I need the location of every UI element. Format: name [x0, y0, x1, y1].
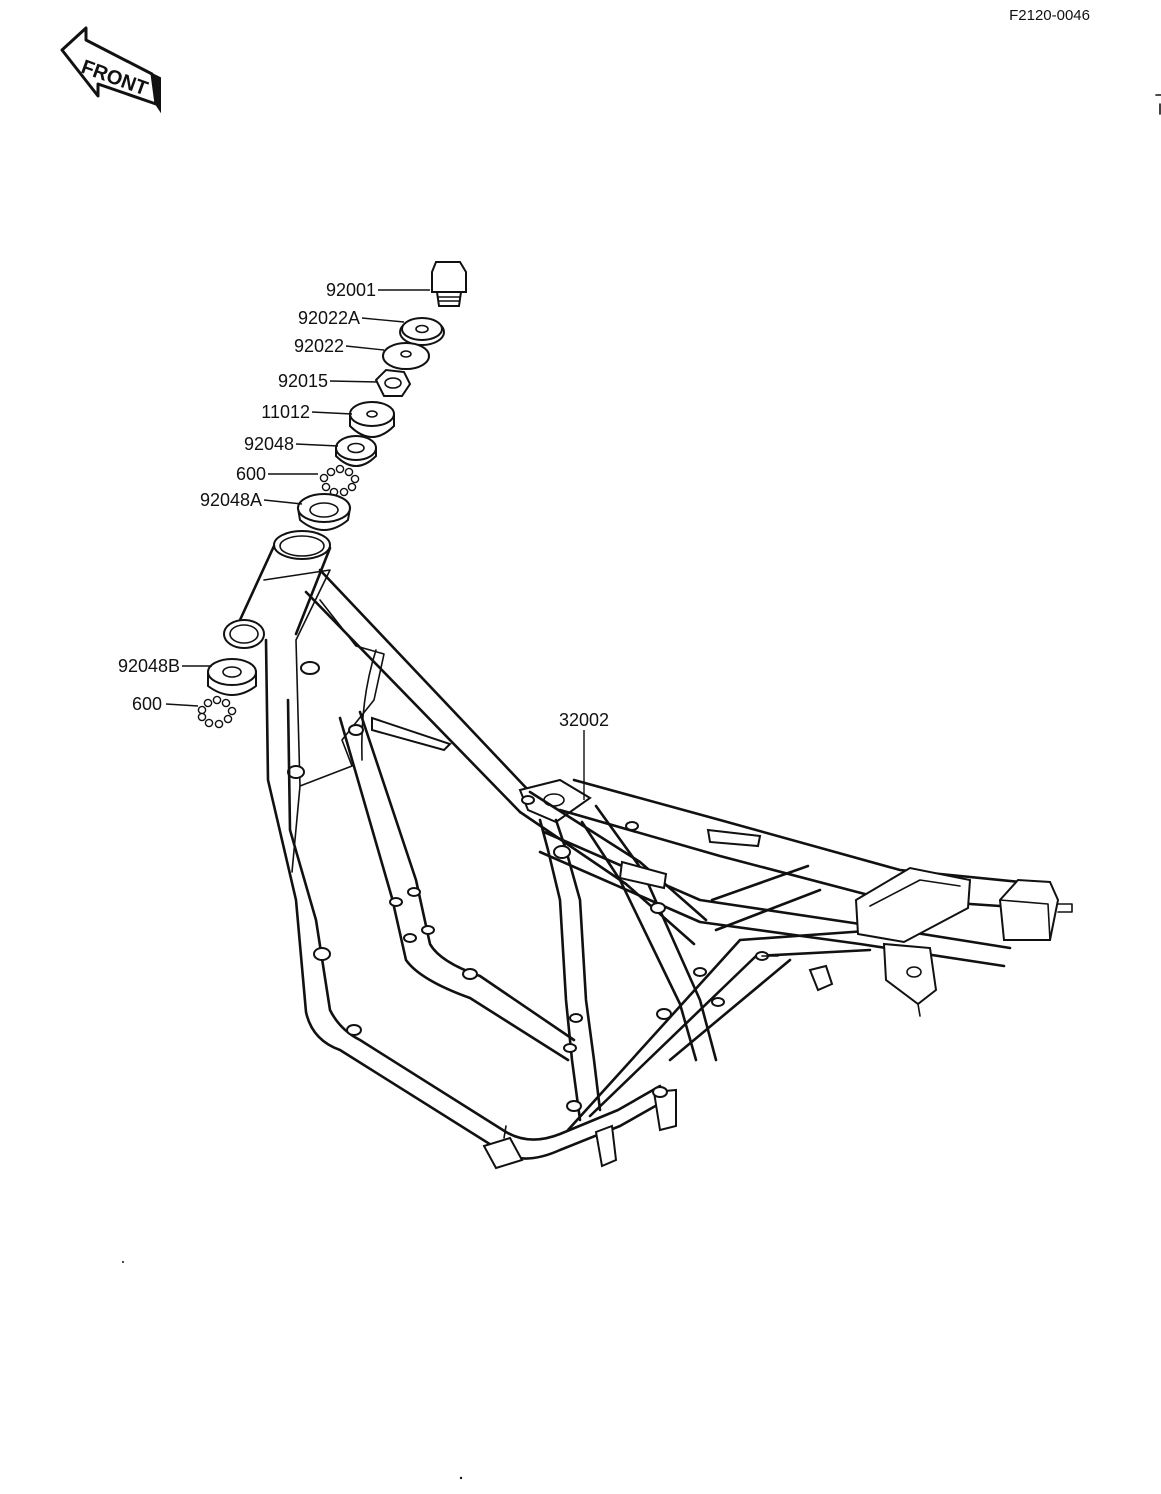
callout-600-upper: 600: [236, 464, 266, 484]
stem-bolt: [431, 261, 467, 307]
callout-32002: 32002: [559, 710, 609, 730]
stem-cap: [349, 401, 395, 438]
main-frame: [223, 530, 1073, 1170]
callout-92048B: 92048B: [118, 656, 180, 676]
stem-nut: [374, 368, 412, 397]
callout-92022A: 92022A: [298, 308, 360, 328]
callout-92022: 92022: [294, 336, 344, 356]
callout-92048: 92048: [244, 434, 294, 454]
document-code: F2120-0046: [1009, 7, 1090, 24]
washer-92022: [382, 342, 430, 370]
callout-92001: 92001: [326, 280, 376, 300]
lower-bearing-parts: [197, 658, 257, 729]
scan-marks: [122, 94, 1161, 1480]
callout-92015: 92015: [278, 371, 328, 391]
callout-92048A: 92048A: [200, 490, 262, 510]
race-92048A: [296, 493, 352, 531]
race-92048B: [207, 658, 257, 696]
ball-bearing-lower: [197, 695, 237, 729]
steering-head-parts: [296, 261, 467, 531]
leader-lines: [165, 289, 585, 800]
callout-600-lower: 600: [132, 694, 162, 714]
ball-bearing-upper: [319, 464, 360, 497]
washer-92022A: [399, 317, 445, 346]
race-92048: [335, 435, 377, 467]
front-arrow-icon: FRONT: [60, 26, 161, 114]
callout-11012: 11012: [261, 402, 310, 422]
